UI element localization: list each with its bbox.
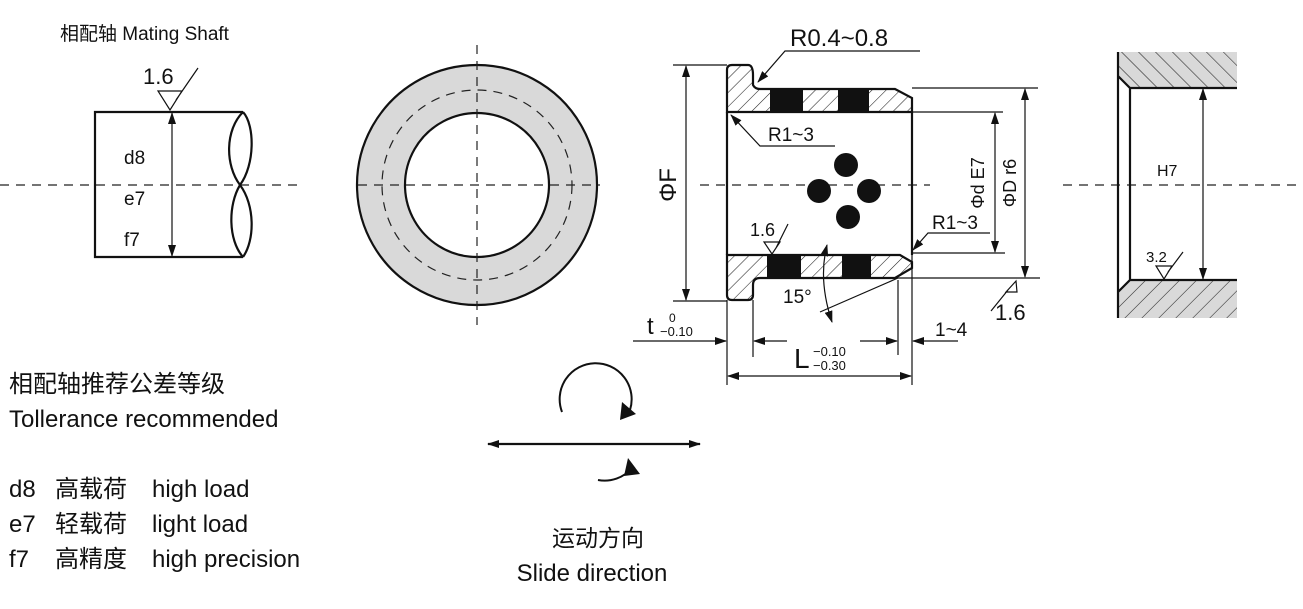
bushing-top-wall	[725, 63, 914, 114]
recommendation-en: light load	[152, 511, 248, 538]
flange-radius-label: R0.4~0.8	[790, 25, 888, 52]
inner-radius-leader-top	[730, 114, 835, 147]
flange-tol-upper: 0	[669, 311, 676, 325]
inner-radius-top-label: R1~3	[768, 125, 814, 146]
roughness-value: 1.6	[143, 64, 174, 89]
bushing-ring	[355, 63, 599, 307]
tolerance-recommendation: 相配轴推荐公差等级 Tollerance recommended d8 高载荷 …	[9, 371, 300, 573]
housing-fit-label: H7	[1157, 163, 1178, 180]
outer-diameter-label: ΦD r6	[1000, 159, 1020, 207]
recommendation-en: high precision	[152, 546, 300, 573]
recommendation-cn: 高载荷	[55, 476, 127, 503]
recommendation-cn: 高精度	[55, 546, 127, 573]
roughness-symbol-housing: 3.2	[1146, 249, 1184, 281]
rotation-arrow-icon	[558, 362, 633, 482]
chamfer-angle-label: 15°	[783, 287, 812, 308]
bushing-end-view	[355, 45, 600, 325]
motion-label-cn: 运动方向	[552, 525, 644, 551]
lubricant-plug	[842, 255, 871, 278]
recommendation-en: high load	[152, 476, 249, 503]
lubricant-dots	[807, 153, 881, 229]
fit-d8: d8	[124, 148, 145, 169]
fit-e7: e7	[124, 189, 145, 210]
recommendation-code: e7	[9, 511, 36, 538]
lubricant-plug	[838, 89, 869, 112]
motion-label-en: Slide direction	[517, 560, 668, 587]
housing-bottom	[1118, 280, 1237, 318]
housing-top	[1118, 52, 1237, 88]
flange-thickness-label: t	[647, 313, 654, 340]
bushing-bottom-wall	[725, 253, 914, 302]
mating-shaft-title: 相配轴 Mating Shaft	[60, 23, 230, 45]
lubricant-plug	[767, 255, 801, 278]
recommendation-title-en: Tollerance recommended	[9, 406, 278, 433]
roughness-symbol: 1.6	[143, 64, 199, 112]
roughness-inner-value: 1.6	[750, 220, 775, 240]
length-tol-upper: −0.10	[813, 344, 846, 359]
flange-tol-lower: −0.10	[660, 324, 693, 339]
roughness-outer-value: 1.6	[995, 300, 1026, 325]
mating-shaft-view: 相配轴 Mating Shaft 1.6 d8 e7 f7	[0, 23, 300, 259]
flange-radius-leader	[757, 50, 920, 83]
bushing-section-view: ΦF R0.4~0.8 R1~3 R1~3 Φd E7 ΦD r6 1.6 1.…	[633, 25, 1040, 385]
housing-view: H7 3.2	[1063, 52, 1303, 318]
rotation-arrowheads-icon	[620, 402, 640, 476]
shaft-break-line	[228, 111, 253, 258]
inner-radius-bottom-label: R1~3	[932, 213, 978, 234]
lubricant-plug	[770, 89, 803, 112]
recommendation-cn: 轻载荷	[55, 511, 127, 538]
flange-diameter-label: ΦF	[655, 168, 682, 202]
inner-diameter-label: Φd E7	[968, 157, 988, 208]
length-tol-lower: −0.30	[813, 358, 846, 373]
roughness-symbol-outer: 1.6	[990, 279, 1026, 325]
recommendation-title-cn: 相配轴推荐公差等级	[9, 371, 225, 398]
fit-f7: f7	[124, 230, 140, 251]
housing-roughness-value: 3.2	[1146, 249, 1167, 266]
roughness-symbol-inner: 1.6	[750, 220, 789, 256]
recommendation-code: f7	[9, 546, 29, 573]
chamfer-length-label: 1~4	[935, 320, 968, 341]
chamfer-angle-arc	[820, 244, 833, 323]
slide-direction-symbol: 运动方向 Slide direction	[487, 362, 701, 587]
recommendation-code: d8	[9, 476, 36, 503]
length-label: L	[794, 343, 810, 374]
inner-radius-leader-bottom	[912, 232, 990, 251]
